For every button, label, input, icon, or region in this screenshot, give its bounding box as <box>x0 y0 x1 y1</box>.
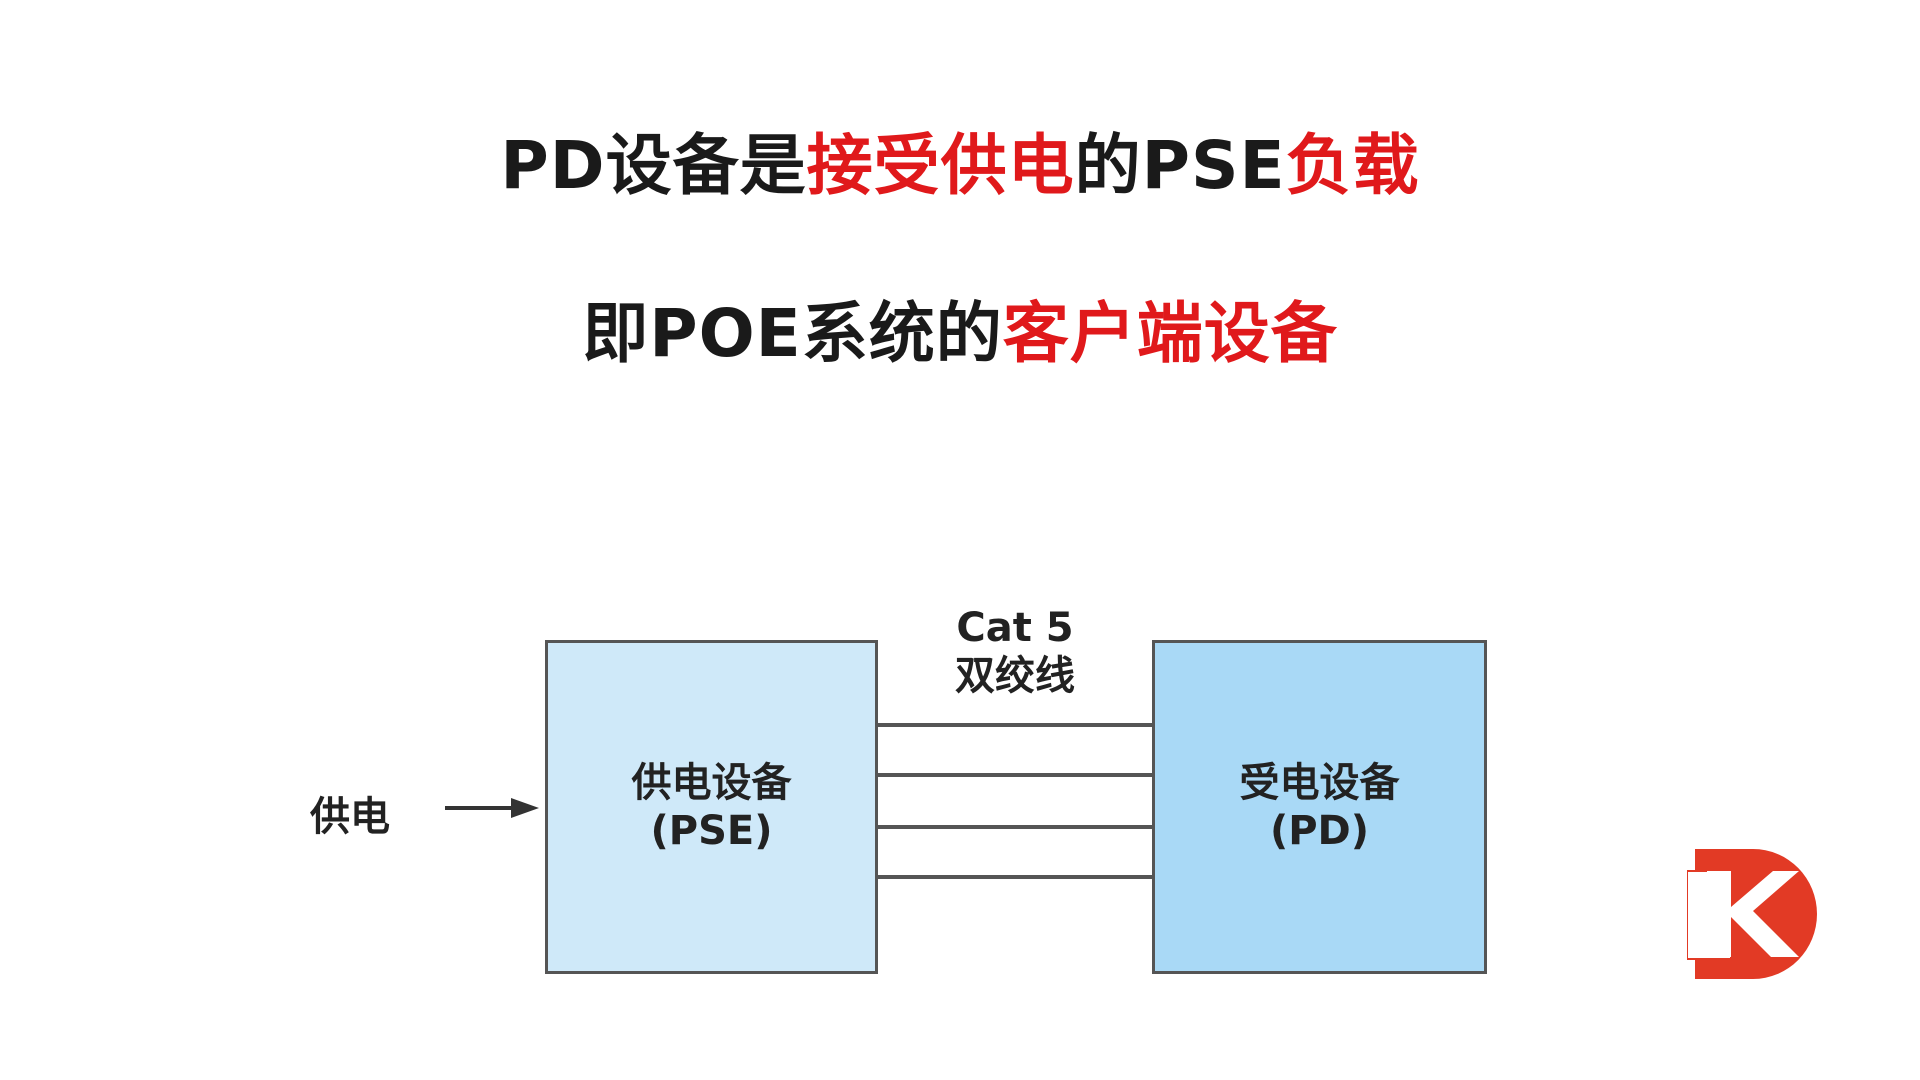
wire <box>878 875 1152 879</box>
pse-abbrev: (PSE) <box>650 808 773 854</box>
pse-box: 供电设备(PSE) <box>545 640 878 974</box>
headline-highlight: 负载 <box>1285 127 1420 204</box>
cable-type: Cat 5 <box>956 605 1074 651</box>
headline-text: 的PSE <box>1074 127 1286 204</box>
pd-label: 受电设备 <box>1239 760 1400 806</box>
wire <box>878 825 1152 829</box>
headline-text: 即POE系统的 <box>582 295 1003 372</box>
headline-line-1: PD设备是接受供电的PSE负载 <box>0 112 1920 208</box>
headline-line-2: 即POE系统的客户端设备 <box>0 280 1920 376</box>
cable-desc: 双绞线 <box>955 653 1075 699</box>
pd-box: 受电设备(PD) <box>1152 640 1487 974</box>
pd-abbrev: (PD) <box>1269 808 1370 854</box>
wire <box>878 773 1152 777</box>
headline-text: PD设备是 <box>500 127 807 204</box>
headline-highlight: 接受供电 <box>806 127 1075 204</box>
wire <box>878 723 1152 727</box>
arrow-right-icon <box>445 798 539 818</box>
headline-highlight: 客户端设备 <box>1002 295 1338 372</box>
pse-label: 供电设备 <box>631 760 792 806</box>
brand-logo-icon <box>1687 849 1817 979</box>
power-input-label: 供电 <box>310 794 390 840</box>
